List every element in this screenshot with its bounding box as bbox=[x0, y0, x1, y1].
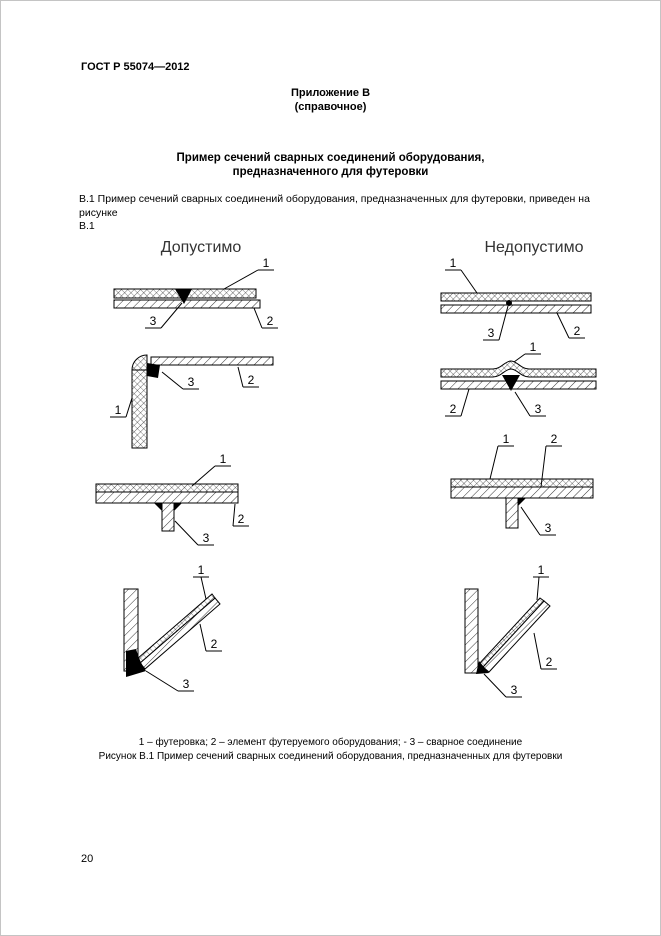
leader-line bbox=[445, 388, 470, 417]
column-title-allowed: Допустимо bbox=[160, 239, 242, 256]
equipment-plate bbox=[150, 356, 274, 366]
leader-line bbox=[513, 353, 541, 363]
weld bbox=[502, 375, 520, 391]
part-label-3: 3 bbox=[150, 314, 157, 328]
equipment-plate bbox=[440, 380, 597, 390]
diagram-allowed-corner-joint: 3 2 1 bbox=[110, 354, 274, 449]
leader-line bbox=[110, 397, 133, 418]
doc-number: ГОСТ Р 55074—2012 bbox=[81, 61, 190, 73]
part-label-3: 3 bbox=[203, 531, 210, 545]
liner-plate bbox=[136, 593, 216, 664]
part-label-3: 3 bbox=[188, 375, 195, 389]
part-label-1: 1 bbox=[530, 340, 537, 354]
diagram-notallowed-bump-joint: 1 2 3 bbox=[440, 340, 597, 417]
leader-line bbox=[191, 465, 231, 487]
equipment-plate bbox=[95, 491, 239, 504]
equipment-plate bbox=[139, 597, 221, 670]
weld bbox=[154, 503, 162, 511]
leader-line bbox=[193, 576, 209, 600]
part-label-2: 2 bbox=[248, 373, 255, 387]
body-paragraph: В.1 Пример сечений сварных соединений об… bbox=[79, 193, 591, 234]
part-label-2: 2 bbox=[574, 324, 581, 338]
leader-line bbox=[489, 445, 514, 480]
stub bbox=[161, 502, 175, 532]
appendix-subtitle: (справочное) bbox=[294, 100, 367, 113]
leader-line bbox=[540, 445, 562, 488]
leader-line bbox=[514, 391, 546, 417]
liner-vertical bbox=[131, 369, 148, 449]
section-title-line1: Пример сечений сварных соединений оборуд… bbox=[176, 152, 485, 164]
wall-plate bbox=[464, 588, 479, 674]
stub bbox=[505, 497, 519, 529]
leader-line bbox=[533, 632, 557, 670]
liner-plate bbox=[440, 292, 592, 302]
page-number: 20 bbox=[81, 853, 94, 865]
diagram-allowed-tee-joint: 1 2 3 bbox=[95, 452, 249, 546]
leader-line bbox=[483, 305, 509, 341]
figure-caption: Рисунок В.1 Пример сечений сварных соеди… bbox=[98, 751, 563, 762]
leader-line bbox=[520, 506, 556, 536]
weld bbox=[506, 300, 512, 306]
part-label-2: 2 bbox=[267, 314, 274, 328]
leader-line bbox=[223, 269, 274, 290]
appendix-heading: Приложение В (справочное) bbox=[1, 87, 660, 115]
equipment-plate bbox=[450, 486, 594, 499]
diagram-notallowed-tee-joint: 1 2 3 bbox=[450, 432, 594, 536]
leader-line bbox=[445, 269, 478, 294]
liner-corner-cap bbox=[131, 354, 148, 371]
part-label-1: 1 bbox=[538, 563, 545, 577]
leader-line bbox=[533, 576, 549, 601]
section-title-line2: предназначенного для футеровки bbox=[232, 166, 429, 179]
diagram-allowed-butt-joint: 1 2 3 bbox=[113, 256, 278, 329]
weld bbox=[175, 289, 192, 304]
leader-line bbox=[237, 366, 259, 388]
body-line2: В.1 bbox=[79, 220, 95, 233]
liner-plate bbox=[478, 597, 545, 668]
weld bbox=[147, 363, 160, 378]
leader-line bbox=[199, 623, 222, 652]
weld bbox=[476, 661, 489, 674]
body-line1: В.1 Пример сечений сварных соединений об… bbox=[79, 193, 590, 219]
part-label-2: 2 bbox=[238, 512, 245, 526]
weld bbox=[174, 503, 182, 511]
leader-line bbox=[232, 503, 249, 527]
leader-line bbox=[145, 670, 194, 692]
diagram-notallowed-butt-joint: 1 2 3 bbox=[440, 256, 592, 341]
part-label-3: 3 bbox=[511, 683, 518, 697]
equipment-plate bbox=[113, 299, 261, 309]
leader-line bbox=[253, 307, 278, 329]
part-label-2: 2 bbox=[551, 432, 558, 446]
weld bbox=[518, 498, 526, 506]
part-label-1: 1 bbox=[503, 432, 510, 446]
leader-line bbox=[174, 520, 214, 546]
liner-plate bbox=[450, 478, 594, 488]
weld bbox=[126, 649, 146, 677]
appendix-title: Приложение В bbox=[290, 87, 371, 99]
diagram-allowed-diagonal-joint: 1 2 3 bbox=[123, 563, 222, 692]
liner-plate-bumped bbox=[440, 360, 597, 378]
part-label-3: 3 bbox=[183, 677, 190, 691]
column-title-not-allowed: Недопустимо bbox=[484, 239, 584, 256]
part-label-2: 2 bbox=[450, 402, 457, 416]
part-label-2: 2 bbox=[546, 655, 553, 669]
part-label-3: 3 bbox=[545, 521, 552, 535]
section-title: Пример сечений сварных соединений оборуд… bbox=[1, 151, 660, 180]
part-label-1: 1 bbox=[450, 256, 457, 270]
part-label-1: 1 bbox=[115, 403, 122, 417]
part-label-1: 1 bbox=[263, 256, 270, 270]
leader-line bbox=[161, 371, 199, 390]
figure-legend: 1 – футеровка; 2 – элемент футеруемого о… bbox=[138, 737, 523, 748]
leader-line bbox=[556, 312, 585, 339]
leader-line bbox=[145, 302, 183, 329]
part-label-1: 1 bbox=[220, 452, 227, 466]
part-label-3: 3 bbox=[488, 326, 495, 340]
liner-plate bbox=[95, 483, 239, 493]
leader-line bbox=[483, 673, 522, 698]
part-label-2: 2 bbox=[211, 637, 218, 651]
part-label-1: 1 bbox=[198, 563, 205, 577]
equipment-plate bbox=[440, 304, 592, 314]
part-label-3: 3 bbox=[535, 402, 542, 416]
diagram-notallowed-diagonal-joint: 1 2 3 bbox=[464, 563, 557, 698]
